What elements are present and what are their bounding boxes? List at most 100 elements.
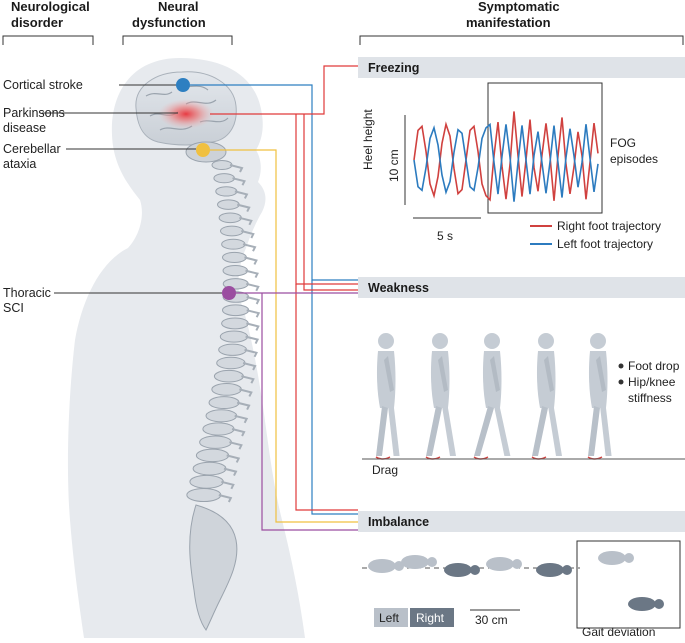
svg-text:disease: disease: [3, 121, 46, 135]
svg-text:episodes: episodes: [610, 152, 658, 166]
vertebra: [195, 448, 230, 463]
spinous-process: [231, 428, 246, 437]
vertebra: [202, 422, 235, 436]
spinous-process: [221, 480, 235, 490]
spinous-process: [246, 322, 260, 331]
vertebra: [218, 343, 248, 356]
svg-text:disorder: disorder: [11, 15, 63, 30]
svg-text:Cerebellar: Cerebellar: [3, 142, 61, 156]
left-foot-trace: [413, 122, 599, 202]
label-cerebellar: Cerebellar ataxia: [3, 142, 196, 171]
svg-text:ataxia: ataxia: [3, 157, 36, 171]
spinous-process: [234, 414, 249, 424]
svg-text:manifestation: manifestation: [466, 15, 551, 30]
vertebra: [217, 199, 240, 210]
sacrum: [189, 504, 238, 631]
vertebra: [221, 317, 249, 330]
spinous-process: [218, 494, 233, 503]
spinous-process: [244, 256, 258, 265]
svg-text:SCI: SCI: [3, 301, 24, 315]
spinous-process: [239, 388, 253, 397]
spinous-process: [246, 309, 261, 318]
svg-text:Foot drop: Foot drop: [628, 359, 680, 373]
spinous-process: [234, 190, 249, 199]
gait-deviation-box: [576, 540, 681, 629]
footprint: [368, 559, 404, 573]
spinous-process: [242, 243, 257, 252]
right-foot-trace: [413, 111, 599, 202]
footprint: [486, 557, 522, 571]
spinous-process: [236, 203, 251, 213]
svg-text:stiffness: stiffness: [628, 391, 672, 405]
vertebra: [221, 251, 247, 263]
spinous-process: [229, 441, 243, 450]
label-thoracic: Thoracic SCI: [3, 286, 222, 315]
weakness-bullets: Foot drop Hip/knee stiffness: [618, 359, 680, 405]
spinous-process: [246, 282, 260, 292]
svg-text:Hip/knee: Hip/knee: [628, 375, 676, 389]
svg-text:30 cm: 30 cm: [475, 613, 508, 627]
vertebra: [222, 304, 250, 317]
vertebra: [218, 212, 242, 224]
vertebra: [219, 330, 249, 343]
vertebra: [216, 356, 246, 370]
spinous-process: [244, 348, 258, 358]
svg-text:Gait deviation: Gait deviation: [582, 625, 655, 638]
vertebra: [192, 461, 227, 476]
vertebra: [213, 173, 235, 184]
cortical-stroke-marker: [176, 78, 190, 92]
svg-text:Left foot trajectory: Left foot trajectory: [557, 237, 653, 251]
svg-text:Cortical stroke: Cortical stroke: [3, 78, 83, 92]
brain: [135, 71, 237, 163]
svg-text:Imbalance: Imbalance: [368, 515, 429, 529]
heel-height-label: Heel height: [361, 109, 375, 170]
spinous-process: [246, 296, 261, 305]
spinous-process: [239, 216, 253, 226]
svg-text:Neurological: Neurological: [11, 0, 90, 14]
vertebra: [186, 488, 222, 502]
header-dysfunction: Neural dysfunction: [122, 0, 233, 45]
svg-text:Right: Right: [416, 611, 445, 625]
svg-text:Symptomatic: Symptomatic: [478, 0, 560, 14]
vertebra: [221, 238, 246, 250]
svg-text:dysfunction: dysfunction: [132, 15, 206, 30]
vertebra: [213, 369, 244, 383]
spinous-process: [229, 164, 244, 173]
spinous-process: [232, 177, 246, 186]
vertebra: [222, 264, 249, 277]
svg-text:Freezing: Freezing: [368, 61, 419, 75]
spinous-process: [245, 335, 260, 345]
footprint: [401, 555, 437, 569]
section-freezing: Freezing: [358, 57, 685, 78]
vertebra: [189, 474, 224, 489]
walking-figure: [425, 333, 456, 460]
spinous-process: [245, 269, 259, 279]
svg-text:Parkinsons: Parkinsons: [3, 106, 65, 120]
spinous-process: [241, 375, 255, 384]
walking-figure: [473, 333, 511, 460]
spinous-process: [242, 362, 257, 371]
footprint: [536, 563, 572, 577]
svg-text:Thoracic: Thoracic: [3, 286, 51, 300]
svg-text:Drag: Drag: [372, 463, 398, 477]
parkinsons-hotspot: [158, 99, 214, 129]
footprint: [628, 597, 664, 611]
svg-text:Neural: Neural: [158, 0, 198, 14]
x-scale-label: 5 s: [437, 229, 453, 243]
spinous-process: [226, 454, 241, 463]
header-manifestation: Symptomatic manifestation: [359, 0, 684, 45]
label-cortical-stroke: Cortical stroke: [3, 78, 176, 92]
connectors: [190, 65, 358, 531]
vertebra: [208, 396, 240, 410]
vertebra: [211, 160, 233, 170]
spine: [186, 160, 261, 503]
walking-figures: [375, 333, 612, 460]
imbalance-key: Left Right 30 cm: [374, 608, 520, 627]
footprint: [598, 551, 634, 565]
svg-text:Weakness: Weakness: [368, 281, 429, 295]
spinous-process: [236, 401, 251, 411]
section-imbalance: Imbalance: [358, 511, 685, 532]
vertebra: [205, 409, 238, 423]
